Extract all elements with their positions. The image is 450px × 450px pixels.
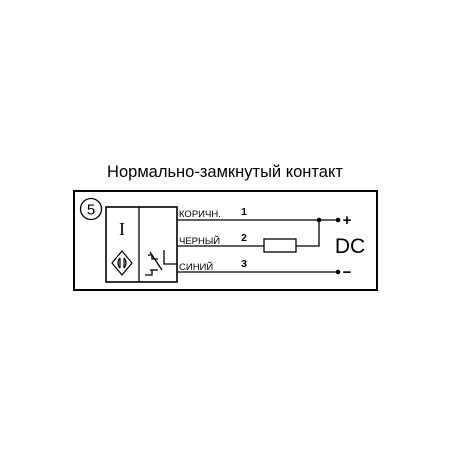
wire-label-blue: СИНИЙ (179, 261, 213, 273)
sensor-type-symbol: I (119, 219, 125, 239)
diagram-title: Нормально-замкнутый контакт (107, 163, 343, 181)
nc-contact-icon (145, 250, 177, 276)
terminal-plus-dot (335, 217, 341, 223)
inductive-sensor-icon (111, 250, 133, 276)
minus-sign: − (343, 264, 352, 281)
sensor-block (105, 206, 178, 283)
terminal-minus-dot (335, 269, 341, 275)
diagram-number-badge: 5 (79, 197, 103, 221)
load-resistor (263, 238, 297, 253)
junction-dot (316, 217, 322, 223)
pin-number-2: 2 (241, 232, 247, 244)
wire-label-brown: КОРИЧН. (179, 209, 221, 220)
plus-sign: + (343, 212, 352, 229)
pin-number-3: 3 (241, 258, 247, 270)
wire-label-black: ЧЕРНЫЙ (179, 235, 220, 247)
dc-label: DC (335, 235, 365, 258)
outer-frame (73, 190, 378, 291)
svg-text:5: 5 (87, 202, 95, 219)
wire-2-to-plus (296, 220, 320, 247)
pin-number-1: 1 (241, 206, 247, 218)
